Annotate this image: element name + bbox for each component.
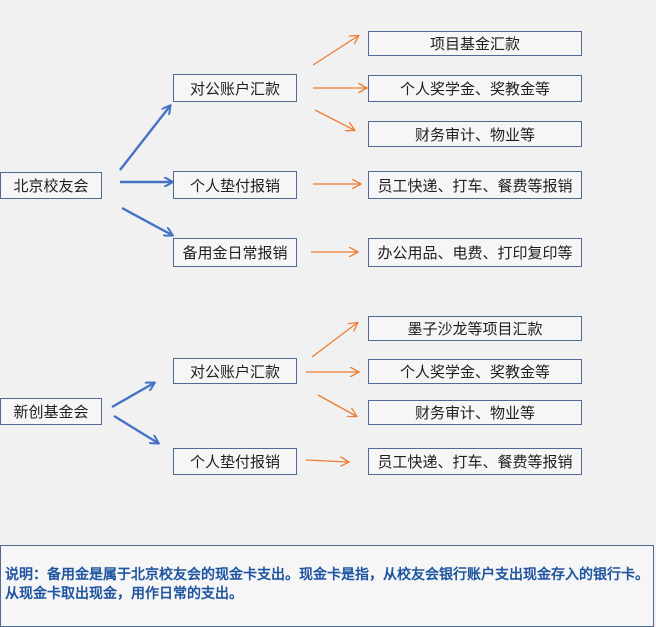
mid-node-personal-advance: 个人垫付报销 <box>173 448 297 475</box>
leaf-node: 员工快递、打车、餐费等报销 <box>368 448 582 475</box>
leaf-node-label: 财务审计、物业等 <box>414 404 535 422</box>
leaf-node: 员工快递、打车、餐费等报销 <box>368 171 582 199</box>
leaf-node-label: 办公用品、电费、打印复印等 <box>377 244 573 262</box>
mid-node-label: 备用金日常报销 <box>182 244 288 262</box>
leaf-node: 办公用品、电费、打印复印等 <box>368 238 582 267</box>
root-node-label: 北京校友会 <box>13 177 89 195</box>
leaf-node: 墨子沙龙等项目汇款 <box>368 316 582 341</box>
leaf-node-label: 员工快递、打车、餐费等报销 <box>377 453 573 471</box>
mid-node-label: 个人垫付报销 <box>189 176 280 195</box>
mid-node-label: 对公账户汇款 <box>189 79 280 98</box>
arrow-dg-b-to-b3 <box>317 394 356 416</box>
root-node-beijing-alumni: 北京校友会 <box>0 172 102 199</box>
root-node-label: 新创基金会 <box>13 403 89 421</box>
arrow-dg-b-to-b1 <box>311 323 357 358</box>
arrow-dg-a-to-a3 <box>314 109 354 130</box>
mid-node-petty-cash: 备用金日常报销 <box>173 238 297 267</box>
arrow-dg-a-to-a1 <box>312 36 358 66</box>
mid-node-corporate-transfer: 对公账户汇款 <box>173 358 297 384</box>
leaf-node: 财务审计、物业等 <box>368 400 582 425</box>
mid-node-label: 对公账户汇款 <box>189 362 280 381</box>
leaf-node-label: 项目基金汇款 <box>429 35 520 53</box>
leaf-node-label: 个人奖学金、奖教金等 <box>399 80 550 98</box>
leaf-node-label: 员工快递、打车、餐费等报销 <box>377 176 573 195</box>
arrow-root-a-to-dg-a <box>119 106 170 171</box>
leaf-node: 个人奖学金、奖教金等 <box>368 359 582 384</box>
leaf-node: 项目基金汇款 <box>368 31 582 56</box>
mid-node-corporate-transfer: 对公账户汇款 <box>173 74 297 102</box>
arrow-root-b-to-dg-b <box>111 383 154 409</box>
mid-node-personal-advance: 个人垫付报销 <box>173 171 297 199</box>
leaf-node-label: 个人奖学金、奖教金等 <box>399 363 550 381</box>
leaf-node: 个人奖学金、奖教金等 <box>368 75 582 102</box>
arrow-root-b-to-gr-b <box>113 414 158 443</box>
arrow-root-a-to-by-a <box>121 206 172 235</box>
mid-node-label: 个人垫付报销 <box>189 453 280 471</box>
root-node-xinchuang-foundation: 新创基金会 <box>0 398 102 425</box>
arrow-gr-b-to-b4 <box>305 460 348 462</box>
leaf-node-label: 财务审计、物业等 <box>414 125 535 144</box>
explanation-note: 说明：备用金是属于北京校友会的现金卡支出。现金卡是指，从校友会银行账户支出现金存… <box>0 545 654 627</box>
leaf-node: 财务审计、物业等 <box>368 121 582 147</box>
explanation-note-text: 说明：备用金是属于北京校友会的现金卡支出。现金卡是指，从校友会银行账户支出现金存… <box>5 567 649 602</box>
leaf-node-label: 墨子沙龙等项目汇款 <box>407 320 543 338</box>
